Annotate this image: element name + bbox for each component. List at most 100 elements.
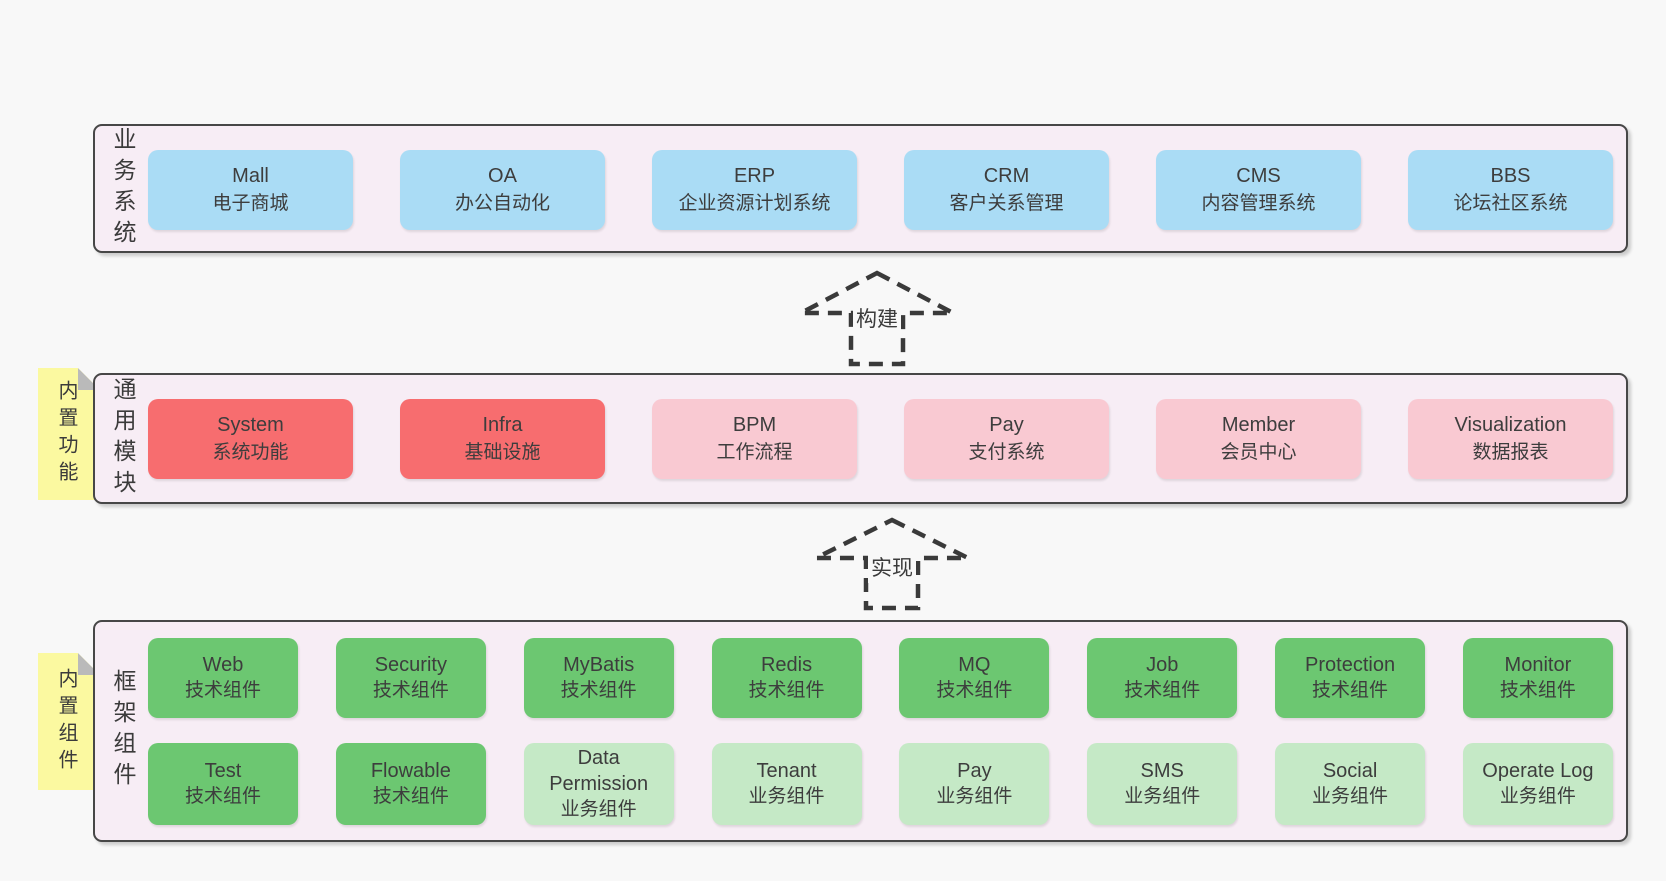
builtin-features-sticky-note: 内置功能 (38, 368, 100, 500)
module-box: Pay 支付系统 (904, 399, 1109, 479)
component-box: SMS 业务组件 (1087, 743, 1238, 825)
box-name-zh: 数据报表 (1472, 442, 1549, 463)
module-box: BPM 工作流程 (652, 399, 857, 479)
common-modules-label: 通用模块 (110, 376, 136, 501)
box-name-en: Operate Log (1482, 760, 1594, 782)
box-name-zh: 工作流程 (716, 442, 793, 463)
box-name-zh: 技术组件 (936, 680, 1013, 701)
box-name-en: Data Permission (549, 747, 649, 795)
build-arrow-up-icon (799, 270, 955, 367)
box-name-en: OA (488, 165, 517, 187)
framework-components-label: 框架组件 (110, 669, 136, 793)
business-systems-row: Mall 电子商城 OA 办公自动化 ERP 企业资源计划系统 CRM 客户关系… (148, 150, 1613, 230)
box-name-en: Protection (1305, 654, 1396, 676)
component-box: Flowable 技术组件 (335, 743, 486, 825)
module-box: Infra 基础设施 (400, 399, 605, 479)
box-name-en: MyBatis (563, 654, 635, 676)
box-name-zh: 业务组件 (936, 786, 1013, 807)
component-box: Security 技术组件 (335, 638, 486, 718)
box-name-zh: 技术组件 (1124, 680, 1201, 701)
module-box: Visualization 数据报表 (1408, 399, 1613, 479)
box-name-en: Security (374, 654, 447, 676)
box-name-en: CMS (1236, 165, 1281, 187)
component-box: Monitor 技术组件 (1462, 638, 1613, 718)
box-name-zh: 技术组件 (748, 680, 825, 701)
box-name-zh: 业务组件 (1499, 786, 1576, 807)
business-system-box: ERP 企业资源计划系统 (652, 150, 857, 230)
box-name-en: Test (204, 760, 242, 782)
box-name-en: Tenant (756, 760, 817, 782)
box-name-zh: 技术组件 (372, 786, 449, 807)
box-name-en: Pay (989, 414, 1024, 436)
business-system-box: CMS 内容管理系统 (1156, 150, 1361, 230)
box-name-zh: 技术组件 (372, 680, 449, 701)
module-box: Member 会员中心 (1156, 399, 1361, 479)
framework-components-row-1: Web 技术组件 Security 技术组件 MyBatis 技术组件 Redi… (148, 638, 1613, 718)
business-system-box: OA 办公自动化 (400, 150, 605, 230)
builtin-components-label: 内置组件 (55, 667, 77, 776)
box-name-zh: 电子商城 (212, 193, 289, 214)
box-name-en: Job (1146, 654, 1179, 676)
component-box: Tenant 业务组件 (711, 743, 862, 825)
component-box: MyBatis 技术组件 (523, 638, 674, 718)
component-box: Redis 技术组件 (711, 638, 862, 718)
box-name-en: Visualization (1454, 414, 1567, 436)
box-name-zh: 会员中心 (1220, 442, 1297, 463)
box-name-en: System (217, 414, 284, 436)
box-name-en: BPM (732, 414, 777, 436)
business-systems-label: 业务系统 (110, 126, 136, 251)
business-systems-panel: 业务系统 Mall 电子商城 OA 办公自动化 ERP 企业资源计划系统 (93, 124, 1628, 253)
component-box: Operate Log 业务组件 (1462, 743, 1613, 825)
business-system-box: BBS 论坛社区系统 (1408, 150, 1613, 230)
box-name-zh: 技术组件 (184, 680, 261, 701)
component-box: Pay 业务组件 (899, 743, 1050, 825)
box-name-en: Infra (482, 414, 523, 436)
component-box: Protection 技术组件 (1275, 638, 1426, 718)
common-modules-row: System 系统功能 Infra 基础设施 BPM 工作流程 Pay 支付系统 (148, 399, 1613, 479)
box-name-en: SMS (1140, 760, 1184, 782)
implement-arrow-label: 实现 (868, 551, 916, 583)
box-name-en: BBS (1490, 165, 1531, 187)
box-name-zh: 内容管理系统 (1201, 193, 1316, 214)
box-name-en: Pay (957, 760, 992, 782)
box-name-en: MQ (958, 654, 991, 676)
component-box: Social 业务组件 (1275, 743, 1426, 825)
business-system-box: Mall 电子商城 (148, 150, 353, 230)
box-name-zh: 技术组件 (560, 680, 637, 701)
box-name-zh: 论坛社区系统 (1453, 193, 1568, 214)
box-name-zh: 业务组件 (1312, 786, 1389, 807)
box-name-zh: 办公自动化 (454, 193, 550, 214)
module-box: System 系统功能 (148, 399, 353, 479)
box-name-zh: 业务组件 (1124, 786, 1201, 807)
box-name-en: Mall (232, 165, 269, 187)
component-box: Data Permission 业务组件 (523, 743, 674, 825)
box-name-zh: 技术组件 (1312, 680, 1389, 701)
builtin-features-label: 内置功能 (55, 380, 77, 488)
box-name-en: Redis (760, 654, 813, 676)
component-box: Test 技术组件 (148, 743, 298, 825)
component-box: Job 技术组件 (1087, 638, 1238, 718)
implement-arrow-up-icon (814, 517, 970, 611)
box-name-en: CRM (983, 165, 1030, 187)
box-name-en: Monitor (1504, 654, 1572, 676)
box-name-zh: 企业资源计划系统 (678, 193, 831, 214)
common-modules-panel: 通用模块 System 系统功能 Infra 基础设施 BPM 工作流程 (93, 373, 1628, 504)
business-system-box: CRM 客户关系管理 (904, 150, 1109, 230)
component-box: MQ 技术组件 (899, 638, 1050, 718)
box-name-zh: 客户关系管理 (949, 193, 1064, 214)
component-box: Web 技术组件 (148, 638, 298, 718)
box-name-en: Flowable (370, 760, 451, 782)
framework-components-row-2: Test 技术组件 Flowable 技术组件 Data Permission … (148, 743, 1613, 825)
box-name-zh: 系统功能 (212, 442, 289, 463)
box-name-zh: 业务组件 (748, 786, 825, 807)
box-name-zh: 技术组件 (1499, 680, 1576, 701)
box-name-en: Social (1322, 760, 1378, 782)
build-arrow-label: 构建 (853, 302, 901, 334)
builtin-components-sticky-note: 内置组件 (38, 653, 100, 790)
box-name-zh: 技术组件 (184, 786, 261, 807)
box-name-zh: 支付系统 (968, 442, 1045, 463)
framework-components-panel: 框架组件 Web 技术组件 Security 技术组件 MyBatis 技术组件 (93, 620, 1628, 842)
box-name-en: Web (202, 654, 244, 676)
box-name-zh: 基础设施 (464, 442, 541, 463)
